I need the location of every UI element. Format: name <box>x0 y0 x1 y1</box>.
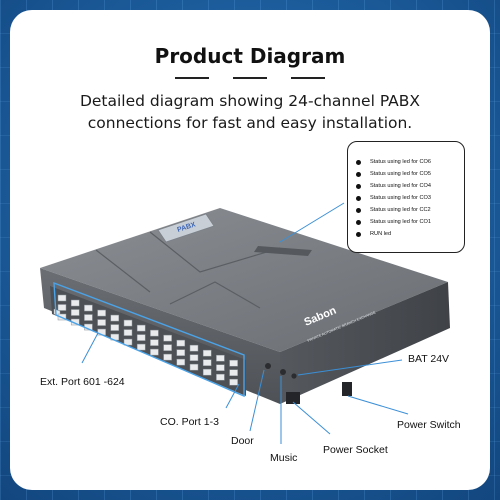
title-divider-right <box>291 77 325 79</box>
legend-item: Status using led for CO6 <box>356 156 431 168</box>
pabx-device-illustration: PABX Sabon PRIVATE AUTOMATIC BRANCH EXCH… <box>40 202 450 444</box>
rj11-port <box>97 309 106 317</box>
rj11-port <box>136 334 146 341</box>
music-jack <box>280 369 286 375</box>
rj11-port <box>229 359 238 367</box>
top-seam-1 <box>95 249 151 293</box>
rj11-port <box>163 353 172 361</box>
top-led-strip <box>254 246 312 256</box>
rj11-port <box>84 314 93 321</box>
title-divider-center <box>233 77 267 79</box>
led-dot-icon <box>356 171 361 177</box>
device-top-surface <box>40 208 448 352</box>
rj11-port <box>189 344 199 352</box>
power-socket-port <box>286 392 300 404</box>
led-dot-icon <box>356 183 361 189</box>
rj11-port <box>70 299 80 307</box>
legend-item: RUN led <box>356 228 391 240</box>
door-jack <box>265 363 271 369</box>
led-legend-line <box>279 202 345 243</box>
led-dot-icon <box>356 207 361 213</box>
rj11-port <box>229 378 238 386</box>
content-card: Product Diagram Detailed diagram showing… <box>10 10 490 490</box>
subtitle-line-1: Detailed diagram showing 24-channel PABX <box>79 92 421 110</box>
bat-label: BAT 24V <box>408 353 450 365</box>
rj11-port <box>123 319 133 327</box>
rj11-port <box>123 338 133 346</box>
title-divider-left <box>175 77 209 79</box>
legend-item: Status using led for CC2 <box>356 204 431 216</box>
rj11-port <box>216 373 225 381</box>
rj11-port <box>163 344 172 351</box>
rj11-port <box>123 329 133 336</box>
legend-item: Status using led for CO3 <box>356 192 431 204</box>
co-port-label: CO. Port 1-3 <box>160 416 219 428</box>
legend-item: Status using led for CO5 <box>356 168 431 180</box>
rj11-port <box>176 339 186 347</box>
top-label-plate <box>157 213 215 243</box>
door-label: Door <box>231 435 254 447</box>
led-status-legend: Status using led for CO6 Status using le… <box>347 141 465 253</box>
power-socket-label: Power Socket <box>323 444 388 456</box>
device-side-face <box>280 282 450 404</box>
rj11-ports <box>57 294 238 386</box>
subtitle-line-2: connections for fast and easy installati… <box>87 114 413 132</box>
rj11-port <box>202 359 212 366</box>
legend-item: Status using led for CO1 <box>356 216 431 228</box>
rj11-port <box>189 354 199 361</box>
rj11-port <box>57 294 67 302</box>
rj11-port <box>202 349 212 357</box>
door-line <box>249 369 265 432</box>
bat-jack <box>291 373 297 379</box>
rj11-port <box>176 358 186 366</box>
rj11-port <box>229 369 238 376</box>
rj11-port <box>216 364 225 371</box>
led-dot-icon <box>356 195 361 201</box>
music-label: Music <box>270 452 298 464</box>
bat-line <box>297 359 403 376</box>
co-port-line <box>225 383 240 409</box>
rj11-port <box>150 339 159 346</box>
rj11-port <box>57 304 67 311</box>
power-switch <box>342 382 352 396</box>
rj11-port <box>189 363 199 371</box>
led-dot-icon <box>356 159 361 165</box>
power-switch-label: Power Switch <box>397 419 461 431</box>
rj11-port <box>70 309 80 316</box>
ext-port-highlight <box>53 281 245 398</box>
rj11-port <box>202 368 212 376</box>
rj11-port <box>150 329 159 337</box>
rj11-port <box>97 319 106 326</box>
rj11-port <box>84 304 93 312</box>
ext-port-label: Ext. Port 601 -624 <box>40 376 125 388</box>
legend-item: Status using led for CO4 <box>356 180 431 192</box>
rj11-port <box>136 324 146 332</box>
top-seam-3 <box>169 281 261 309</box>
rj11-port <box>110 324 120 331</box>
rj11-port <box>136 343 146 351</box>
callout-lines <box>81 202 409 444</box>
rj11-port <box>110 314 120 322</box>
ext-port-line <box>81 332 99 364</box>
led-dot-icon <box>356 219 361 225</box>
power-socket-line <box>292 401 331 435</box>
rj11-port <box>150 348 159 356</box>
rj11-port <box>163 334 172 342</box>
rj11-port <box>216 354 225 362</box>
power-switch-line <box>347 395 409 415</box>
rj11-port <box>176 349 186 356</box>
page-title: Product Diagram <box>154 44 346 68</box>
subtitle: Detailed diagram showing 24-channel PABX… <box>40 90 460 134</box>
led-dot-icon <box>356 231 361 237</box>
top-seam-2 <box>149 231 281 273</box>
